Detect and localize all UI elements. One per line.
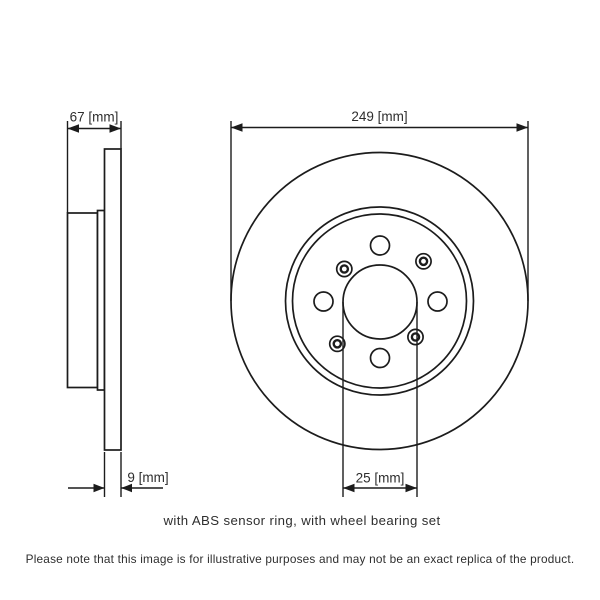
bolt-hole-top <box>369 235 391 256</box>
side-view-hub-flange <box>96 209 106 391</box>
diameter-dim-arrow-right-icon <box>516 123 528 132</box>
abs-ring-hole-lower-right <box>407 328 424 346</box>
side-view-hub-body <box>66 212 99 389</box>
abs-ring-hole-upper-left <box>335 260 353 278</box>
product-features-caption: with ABS sensor ring, with wheel bearing… <box>162 513 440 528</box>
abs-ring-hole-outer <box>407 328 424 346</box>
abs-ring-hole-inner <box>339 264 350 274</box>
side-view: 67 [mm] 9 [mm] <box>66 110 169 497</box>
front-view: 249 [mm] 25 [mm] <box>230 109 529 497</box>
side-view-disc-plate <box>103 148 122 451</box>
bore-dim-arrow-right-icon <box>405 483 417 493</box>
thickness-dim-label: 9 [mm] <box>127 470 168 485</box>
illustrative-disclaimer: Please note that this image is for illus… <box>26 552 575 566</box>
width-dim-arrow-right-icon <box>109 124 121 133</box>
abs-ring-hole-inner <box>410 332 421 342</box>
thickness-dim-arrow-right-icon <box>121 483 132 493</box>
width-dimension: 67 [mm] <box>66 110 122 213</box>
bolt-holes <box>313 235 448 369</box>
diameter-dimension: 249 [mm] <box>230 109 529 301</box>
abs-ring-hole-outer <box>415 252 432 270</box>
bore-dim-arrow-left-icon <box>343 483 355 493</box>
thickness-dim-arrow-left-icon <box>93 483 105 493</box>
abs-ring-hole-inner <box>332 338 343 349</box>
diameter-dim-arrow-left-icon <box>231 123 243 132</box>
abs-ring-hole-outer <box>335 260 353 278</box>
abs-sensor-ring-holes <box>328 252 432 353</box>
abs-ring-hole-lower-left <box>328 335 346 353</box>
diameter-dim-label: 249 [mm] <box>351 109 407 124</box>
abs-ring-hole-outer <box>328 335 346 353</box>
bore-dim-label: 25 [mm] <box>356 471 405 486</box>
bore-dimension: 25 [mm] <box>342 302 418 497</box>
bolt-hole-left <box>313 291 334 312</box>
abs-ring-hole-inner <box>418 256 429 267</box>
width-dim-arrow-left-icon <box>67 124 79 133</box>
abs-ring-hole-upper-right <box>415 252 432 270</box>
bolt-hole-right <box>427 291 448 312</box>
front-view-center-bore <box>342 264 418 340</box>
width-dim-label: 67 [mm] <box>70 110 119 125</box>
thickness-dimension: 9 [mm] <box>68 452 169 497</box>
bolt-hole-bottom <box>369 347 391 369</box>
